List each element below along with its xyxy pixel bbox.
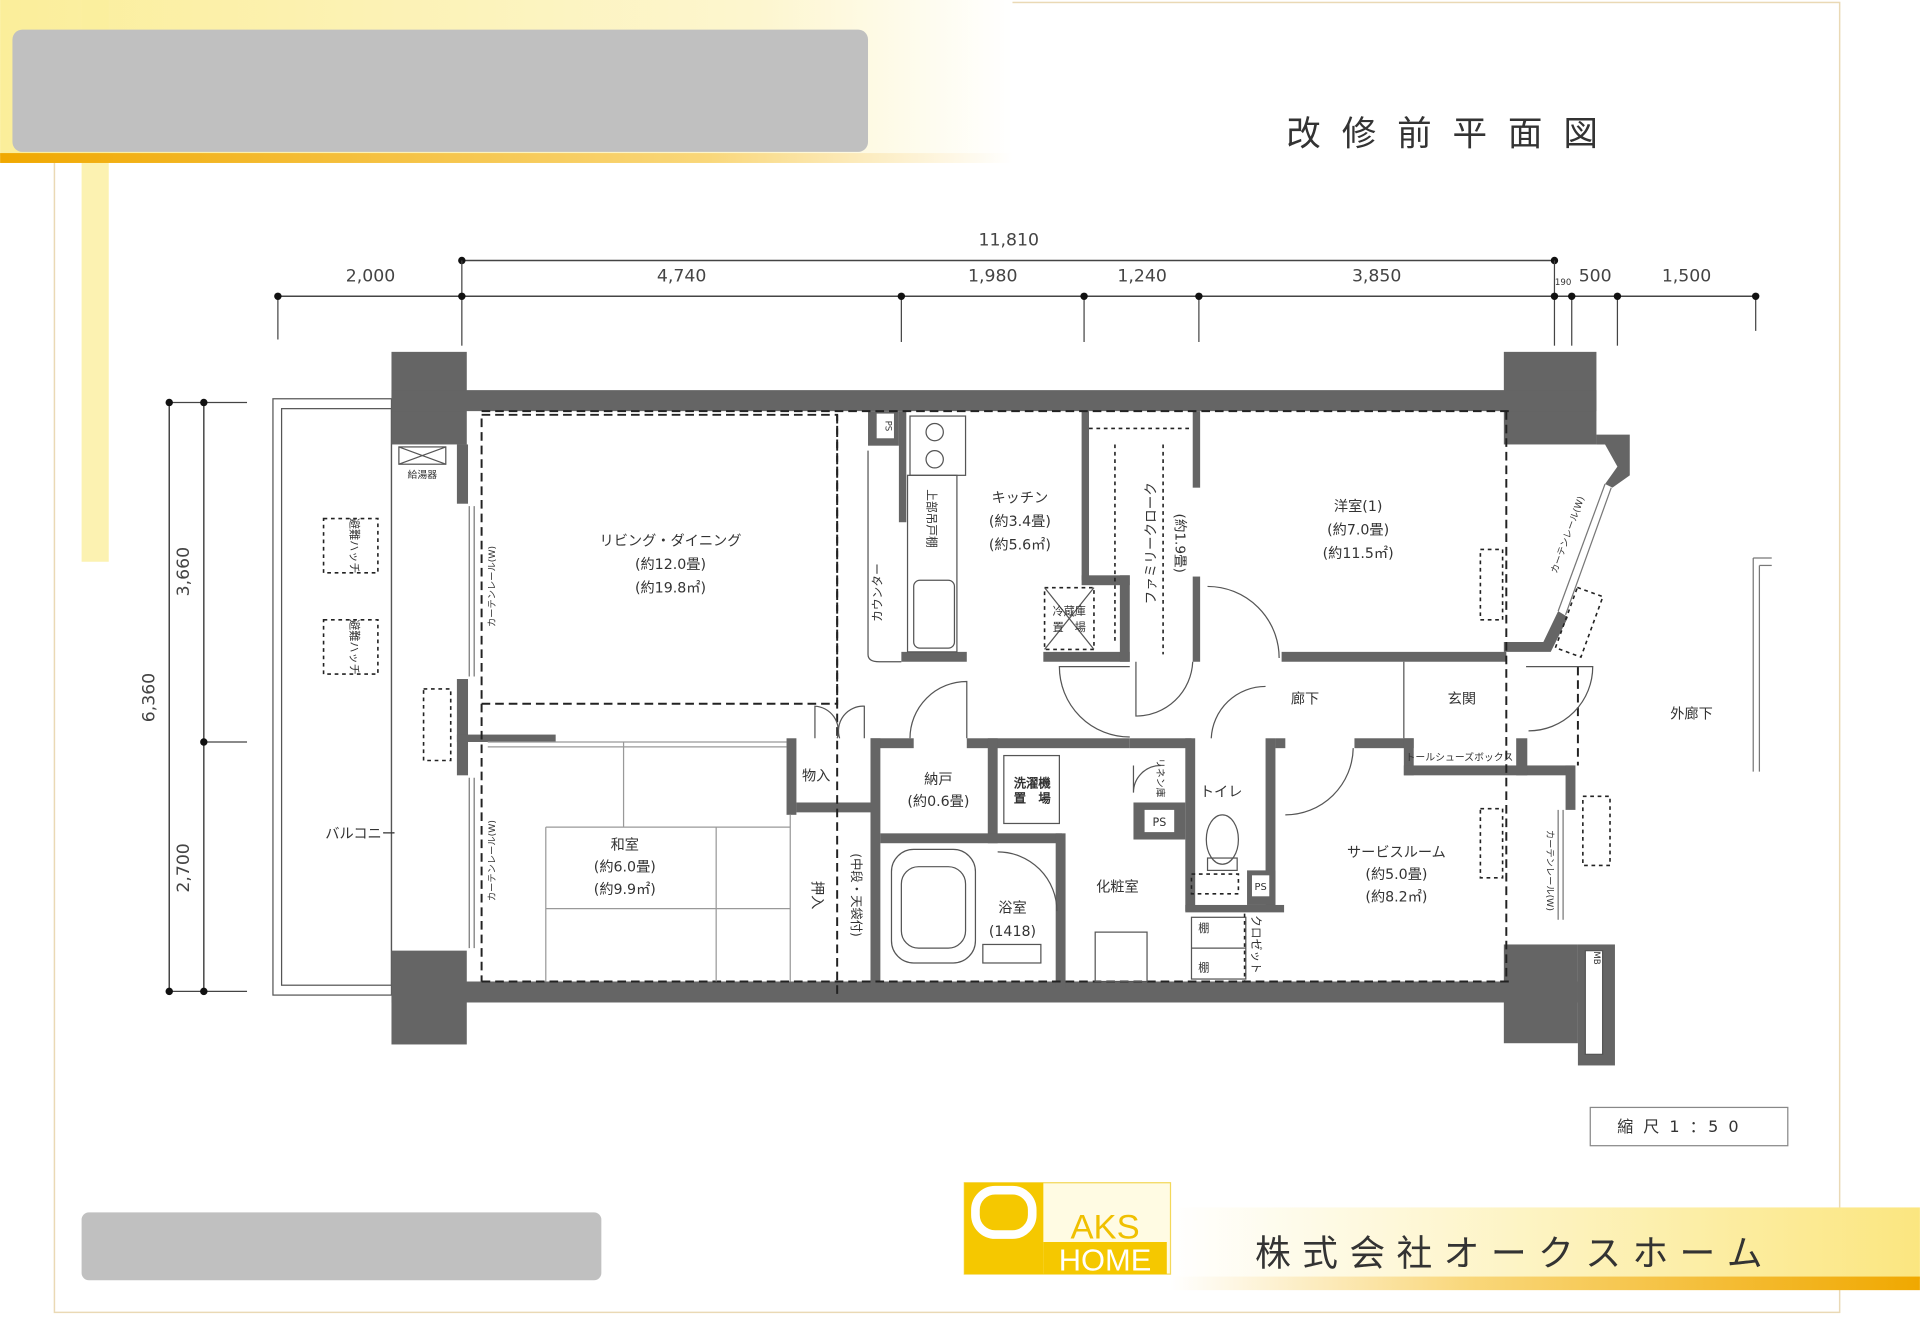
dim-width-1: 2,000	[346, 266, 395, 286]
redacted-footer-block	[81, 1212, 602, 1281]
room-name: 浴室	[998, 899, 1026, 916]
dim-width-8: 1,500	[1662, 266, 1711, 286]
top-dimensions: 11,810 2,000 4,740 1,980 1,240 3,850 190…	[274, 231, 1760, 346]
family-cloak: ファミリークローク (約1.9畳)	[1144, 482, 1188, 604]
room-name: 和室	[611, 836, 639, 853]
footer-decoration	[1170, 1207, 1920, 1291]
western-room-1: 洋室(1) (約7.0畳) (約11.5㎡)	[1323, 498, 1394, 562]
company-logo: AKS HOME	[963, 1182, 1172, 1277]
room-tatami: (約7.0畳)	[1327, 523, 1389, 539]
dim-width-2: 4,740	[657, 266, 706, 286]
curtain-rail-label: カーテンレール(W)	[1549, 495, 1587, 575]
shelf-label: 棚	[1198, 921, 1209, 935]
room-area: (約11.5㎡)	[1323, 546, 1394, 562]
oshiire-label: 押入	[808, 881, 824, 909]
dim-width-4: 1,240	[1117, 266, 1166, 286]
dim-total-depth: 6,360	[139, 673, 159, 722]
room-size: (1418)	[989, 924, 1036, 940]
room-area: (約5.6㎡)	[989, 537, 1051, 553]
mb-label: MB	[1591, 951, 1601, 964]
living-dining-room: リビング・ダイニング (約12.0畳) (約19.8㎡)	[600, 534, 742, 597]
balcony-label: バルコニー	[325, 826, 396, 842]
room-name: キッチン	[991, 490, 1048, 506]
dim-depth-1: 3,660	[174, 547, 194, 596]
ps-label: PS	[1255, 882, 1267, 893]
toilet-label: トイレ	[1200, 784, 1243, 800]
left-dimensions: 6,360 3,660 2,700	[139, 398, 248, 996]
redacted-header-block	[12, 29, 869, 152]
hatch-label: 避難ハッチ	[348, 619, 362, 675]
room-area: (約19.8㎡)	[635, 581, 706, 597]
room-name: サービスルーム	[1347, 845, 1446, 861]
company-name: 株 式 会 社 オ ー ク ス ホ ー ム	[1255, 1233, 1763, 1274]
linen-label: リネン庫	[1154, 758, 1167, 798]
washer-label: 洗濯機	[1014, 776, 1052, 791]
dim-width-5: 3,850	[1352, 266, 1401, 286]
water-heater-label: 給湯器	[408, 468, 438, 481]
dim-width-6: 190	[1555, 278, 1571, 288]
dim-width-3: 1,980	[968, 266, 1017, 286]
room-tatami: (約1.9畳)	[1171, 514, 1187, 573]
walls: MB PS PS PS	[391, 351, 1630, 1066]
room-name: 洋室(1)	[1334, 498, 1382, 515]
storage-label: 物入	[802, 768, 830, 784]
room-name: ファミリークローク	[1144, 482, 1160, 604]
shelf-label: 棚	[1198, 961, 1209, 975]
curtain-rail-label: カーテンレール(W)	[487, 546, 498, 627]
nando: 納戸 (約0.6畳)	[907, 772, 969, 810]
hallway-label: 廊下	[1291, 691, 1319, 708]
ps-label: PS	[882, 421, 892, 432]
japanese-room: 和室 (約6.0畳) (約9.9㎡)	[594, 836, 656, 897]
logo-text-bottom: HOME	[1059, 1242, 1152, 1277]
balcony: 避難ハッチ 避難ハッチ バルコニー 給湯器	[272, 398, 452, 996]
room-tatami: (約12.0畳)	[635, 557, 706, 573]
dim-total-width: 11,810	[979, 231, 1039, 251]
bathroom: 浴室 (1418)	[989, 899, 1036, 939]
hatch-label: 避難ハッチ	[348, 518, 362, 574]
room-name: 納戸	[924, 772, 952, 788]
ps-label: PS	[1153, 816, 1167, 829]
counter-label: カウンター	[871, 563, 885, 622]
curtain-rail-label: カーテンレール(W)	[1544, 830, 1555, 911]
room-name: リビング・ダイニング	[600, 534, 742, 550]
shoe-box-label: トールシューズボックス	[1406, 751, 1514, 764]
room-tatami: (約5.0畳)	[1365, 867, 1427, 883]
room-area: (約9.9㎡)	[594, 882, 656, 898]
scale-label: 縮 尺 1 ：5 0	[1617, 1117, 1741, 1136]
curtain-rail-label: カーテンレール(W)	[487, 820, 498, 901]
entrance-label: 玄関	[1448, 691, 1476, 708]
windows	[468, 483, 1772, 949]
fixtures	[487, 415, 1405, 983]
scale-box	[1589, 1106, 1789, 1147]
room-tatami: (約3.4畳)	[989, 514, 1051, 530]
room-area: (約8.2㎡)	[1365, 889, 1427, 905]
fridge-label: 置 場	[1053, 621, 1086, 634]
dim-width-7: 500	[1579, 266, 1612, 286]
fridge-label: 冷蔵庫	[1053, 604, 1086, 618]
page-title: 改 修 前 平 面 図	[1286, 115, 1603, 155]
dim-depth-2: 2,700	[174, 843, 194, 892]
kitchen: キッチン (約3.4畳) (約5.6㎡) カウンター 上部吊戸棚 冷蔵庫 置 場	[871, 489, 1086, 634]
boundary-lines	[480, 410, 1579, 994]
closet-label: クロゼット	[1249, 915, 1263, 974]
oshiire-note: (中段・天袋付)	[849, 853, 864, 937]
room-tatami: (約6.0畳)	[594, 860, 656, 876]
doors	[814, 585, 1594, 912]
powder-room-label: 化粧室	[1096, 878, 1139, 895]
upper-cabinet-label: 上部吊戸棚	[924, 489, 938, 548]
washer-label: 置 場	[1014, 790, 1052, 805]
logo-text-top: AKS	[1070, 1208, 1139, 1246]
room-tatami: (約0.6畳)	[907, 794, 969, 810]
service-room: サービスルーム (約5.0畳) (約8.2㎡)	[1347, 845, 1446, 905]
outer-corridor-label: 外廊下	[1670, 706, 1713, 723]
